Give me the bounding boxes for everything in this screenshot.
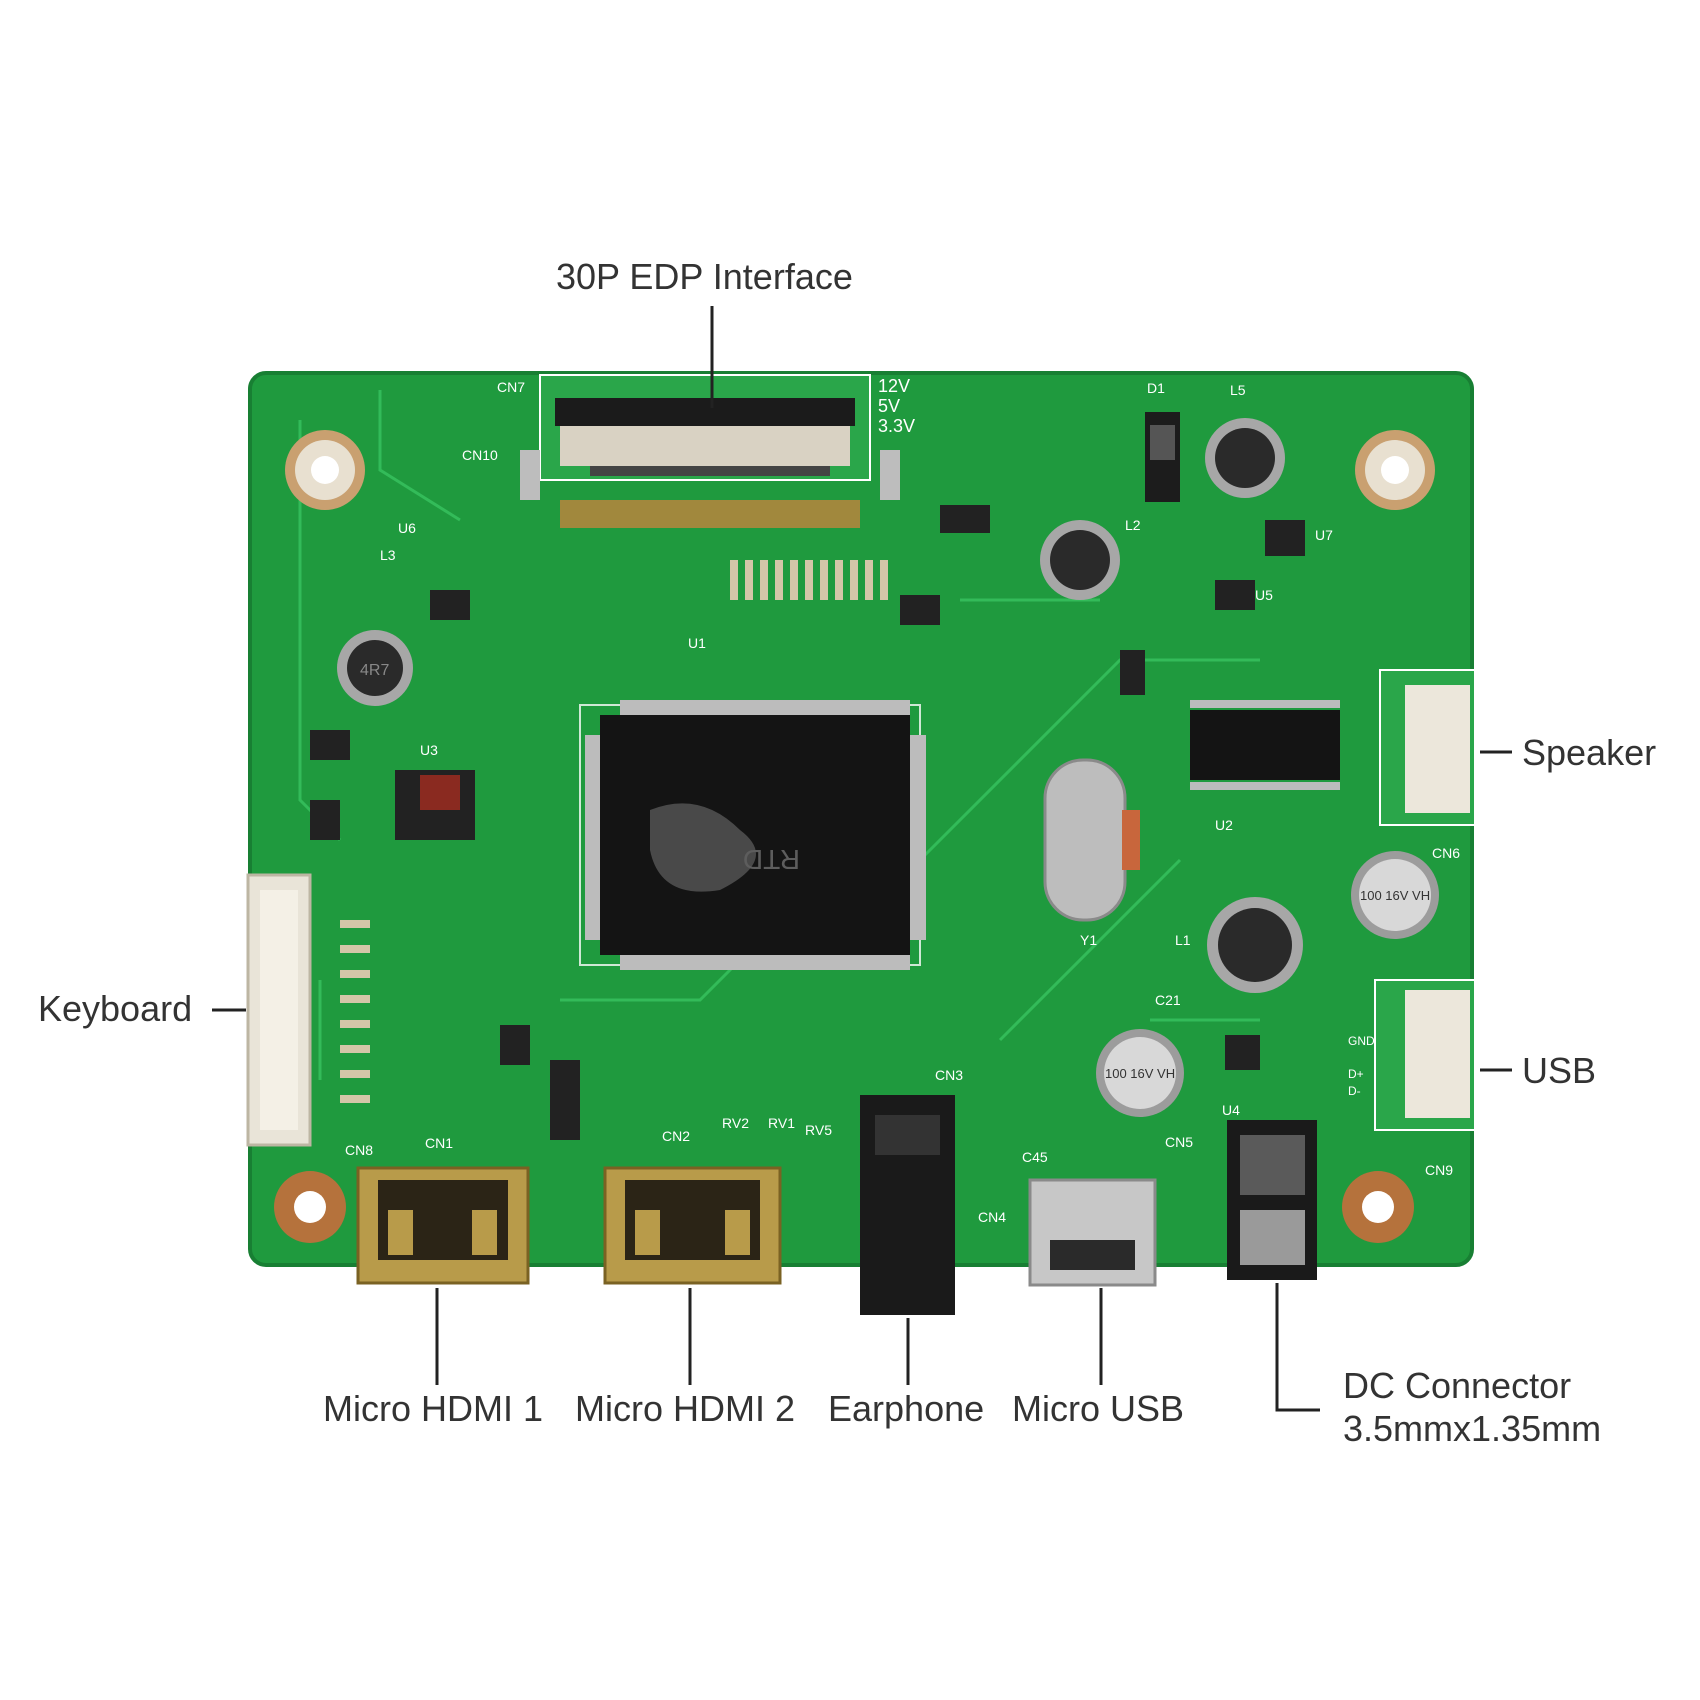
- silk-label: L2: [1125, 517, 1141, 533]
- label-edp-interface: 30P EDP Interface: [556, 256, 853, 297]
- amplifier-chip: [1190, 700, 1340, 790]
- inductor-bottom: [1207, 897, 1303, 993]
- micro-usb-port: [1028, 1178, 1157, 1287]
- capacitor-right: 100 16V VH: [1351, 851, 1439, 939]
- label-speaker: Speaker: [1522, 732, 1657, 773]
- silk-label: U1: [688, 635, 706, 651]
- chip-label: RTD: [743, 844, 800, 875]
- inductor-marking: 4R7: [360, 662, 389, 679]
- silk-label: CN2: [662, 1128, 690, 1144]
- hdmi-2-connector: [603, 1166, 782, 1285]
- inductor-left: 4R7: [337, 630, 413, 706]
- inductor-top: [1040, 520, 1120, 600]
- silk-label: CN4: [978, 1209, 1006, 1225]
- silk-label: C21: [1155, 992, 1181, 1008]
- capacitor-bottom: 100 16V VH: [1096, 1029, 1184, 1117]
- dc-jack: [1227, 1120, 1317, 1280]
- smd-components: [310, 412, 1305, 1140]
- resistor-arrays: [340, 560, 888, 1103]
- silk-label: 3.3V: [878, 416, 915, 436]
- speaker-connector: [1379, 669, 1476, 826]
- leader-lines: [212, 306, 1512, 1412]
- label-keyboard: Keyboard: [38, 988, 193, 1029]
- silk-label: CN9: [1425, 1162, 1453, 1178]
- silk-label: RV1: [768, 1115, 795, 1131]
- silk-label: CN10: [462, 447, 498, 463]
- edp-connector: [520, 374, 900, 500]
- capacitor-marking: 100 16V VH: [1360, 888, 1430, 903]
- label-usb: USB: [1522, 1050, 1597, 1091]
- silk-label: D-: [1348, 1084, 1361, 1098]
- label-earphone: Earphone: [828, 1388, 985, 1429]
- hdmi-1-connector: [356, 1166, 530, 1285]
- silk-label: RV5: [805, 1122, 832, 1138]
- silk-label: CN5: [1165, 1134, 1193, 1150]
- silk-label: CN6: [1432, 845, 1460, 861]
- silk-label: L3: [380, 547, 396, 563]
- silk-label: CN8: [345, 1142, 373, 1158]
- silk-label: GND: [1348, 1034, 1375, 1048]
- silk-label: U5: [1255, 587, 1273, 603]
- label-micro-hdmi-1: Micro HDMI 1: [323, 1388, 544, 1429]
- silk-label: D1: [1147, 380, 1165, 396]
- silk-label: L1: [1175, 932, 1191, 948]
- silk-label: 12V: [878, 376, 910, 396]
- silk-label: CN7: [497, 379, 525, 395]
- silk-label: Y1: [1080, 932, 1097, 948]
- label-dc-connector-size: 3.5mmx1.35mm: [1343, 1408, 1602, 1449]
- silk-label: D+: [1348, 1067, 1364, 1081]
- mounting-hole-bottom-right: [1342, 1171, 1414, 1243]
- silk-label: U7: [1315, 527, 1333, 543]
- usb-connector: [1374, 979, 1476, 1131]
- inductor-top-right: [1205, 418, 1285, 498]
- silk-label: U4: [1222, 1102, 1240, 1118]
- silk-label: 5V: [878, 396, 900, 416]
- silk-label: U6: [398, 520, 416, 536]
- mounting-hole-top-right: [1355, 430, 1435, 510]
- earphone-jack: [860, 1095, 955, 1315]
- silk-label: U3: [420, 742, 438, 758]
- silk-label: CN3: [935, 1067, 963, 1083]
- leader-dc: [1275, 1283, 1320, 1412]
- pcb-pad-row: [560, 500, 860, 528]
- capacitor-marking: 100 16V VH: [1105, 1066, 1175, 1081]
- silk-label: CN1: [425, 1135, 453, 1151]
- label-micro-hdmi-2: Micro HDMI 2: [575, 1388, 796, 1429]
- silk-label: C45: [1022, 1149, 1048, 1165]
- label-micro-usb: Micro USB: [1012, 1388, 1185, 1429]
- mounting-hole-top-left: [285, 430, 365, 510]
- main-processor-chip: RTD: [579, 700, 926, 970]
- silkscreen-labels: CN7 CN10 CN8 CN1 CN2 CN3 CN4 CN5 CN6 CN9…: [345, 376, 1460, 1225]
- silk-label: U2: [1215, 817, 1233, 833]
- keyboard-connector: [246, 873, 312, 1147]
- silk-label: RV2: [722, 1115, 749, 1131]
- label-dc-connector: DC Connector: [1343, 1365, 1572, 1406]
- silk-label: L5: [1230, 382, 1246, 398]
- mounting-hole-bottom-left: [274, 1171, 346, 1243]
- crystal-oscillator: [1043, 758, 1140, 922]
